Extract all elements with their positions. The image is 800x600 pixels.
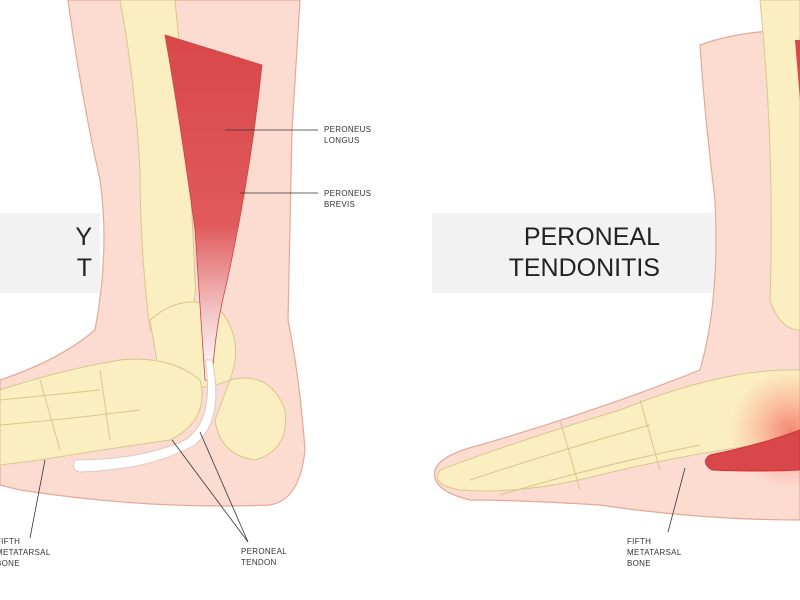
label-line: LONGUS (324, 136, 360, 145)
left-title-line2: T (76, 254, 92, 282)
tendonitis-foot (433, 0, 800, 521)
label-line: PERONEAL (241, 547, 287, 556)
right-title-line1: PERONEAL (523, 223, 660, 251)
label-line: TENDON (241, 558, 277, 567)
label-line: BREVIS (324, 200, 356, 209)
left-title-banner (0, 213, 100, 293)
leader-lines (29, 129, 686, 543)
label-peroneus-longus: PERONEUS LONGUS (324, 124, 371, 146)
label-line: PERONEUS (324, 125, 372, 134)
label-line: BONE (627, 559, 651, 568)
label-peroneus-brevis: PERONEUS BREVIS (324, 188, 371, 210)
label-line: METATARSAL (627, 548, 682, 557)
right-title: PERONEAL TENDONITIS (440, 222, 660, 284)
label-line: FIFTH (627, 537, 652, 546)
label-fifth-metatarsal-right: FIFTH METATARSAL BONE (627, 536, 682, 569)
right-title-banner (432, 213, 732, 293)
left-title-line1: Y (75, 223, 92, 251)
label-line: METATARSAL (0, 548, 51, 557)
label-line: PERONEUS (324, 189, 372, 198)
label-line: FIFTH (0, 537, 21, 546)
healthy-foot (0, 0, 306, 507)
label-fifth-metatarsal-left: FIFTH METATARSAL BONE (0, 536, 51, 569)
label-peroneal-tendon: PERONEAL TENDON (241, 546, 287, 568)
right-title-line2: TENDONITIS (508, 254, 660, 282)
label-line: BONE (0, 559, 20, 568)
